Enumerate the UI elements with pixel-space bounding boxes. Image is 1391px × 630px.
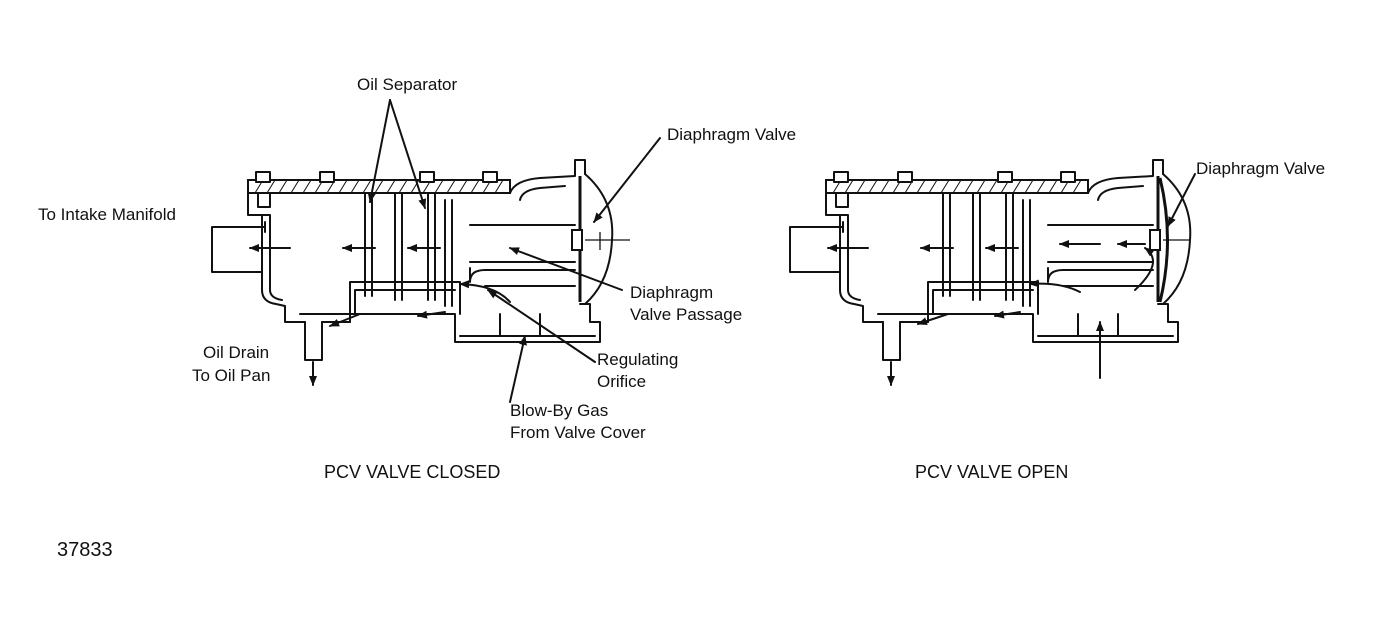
blow-by-gas-label-line2: From Valve Cover (510, 423, 646, 442)
oil-separator-label: Oil Separator (357, 75, 457, 94)
oil-drain-label-line2: To Oil Pan (192, 366, 270, 385)
open-flow-arrows (827, 239, 1190, 386)
blow-by-gas-label-line1: Blow-By Gas (510, 401, 608, 420)
closed-flow-arrows (249, 232, 630, 386)
diaphragm-valve-label: Diaphragm Valve (667, 125, 796, 144)
to-intake-manifold-label: To Intake Manifold (38, 205, 176, 224)
open-view-caption: PCV VALVE OPEN (915, 462, 1068, 482)
diaphragm-valve-passage-label-line2: Valve Passage (630, 305, 742, 324)
closed-leader-lines (367, 99, 661, 403)
open-leader-lines (1167, 173, 1196, 227)
regulating-orifice-label-line2: Orifice (597, 372, 646, 391)
open-valve-drawing: Diaphragm Valve PCV VALVE OPEN (788, 158, 1325, 482)
closed-valve-drawing: Oil Separator Diaphragm Valve To Intake … (38, 75, 796, 482)
diaphragm-valve-passage-label-line1: Diaphragm (630, 283, 713, 302)
oil-drain-label-line1: Oil Drain (203, 343, 269, 362)
open-diaphragm-valve-label: Diaphragm Valve (1196, 159, 1325, 178)
closed-view-caption: PCV VALVE CLOSED (324, 462, 500, 482)
regulating-orifice-label-line1: Regulating (597, 350, 678, 369)
figure-number: 37833 (57, 539, 113, 561)
